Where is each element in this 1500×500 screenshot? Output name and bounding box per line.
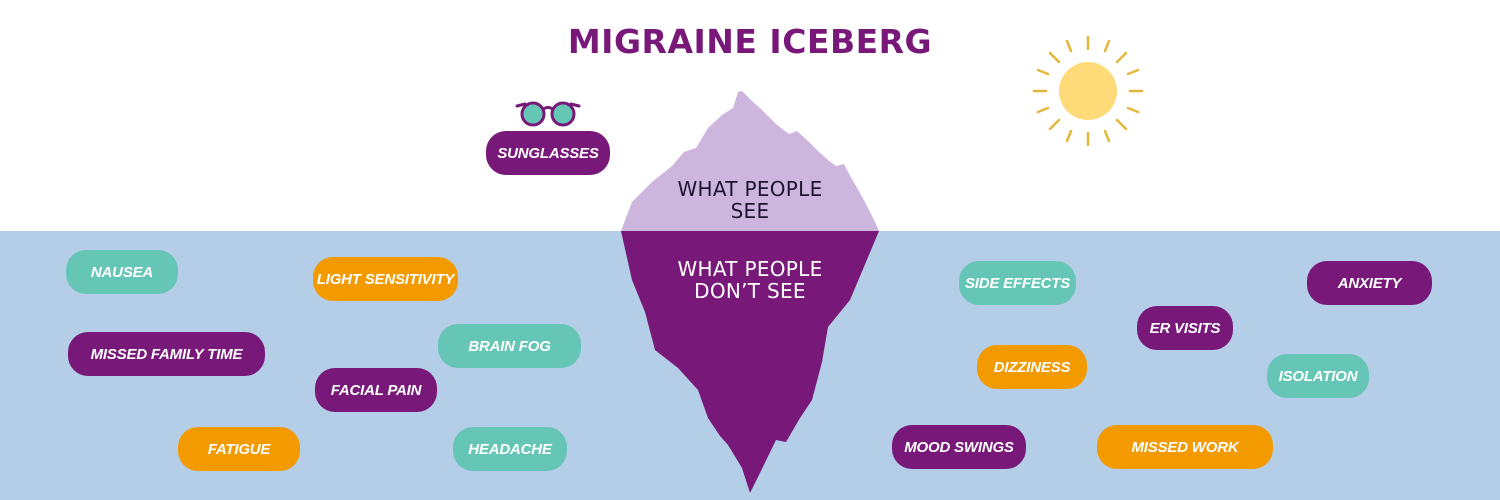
label-side-effects: SIDE EFFECTS	[959, 261, 1076, 305]
iceberg-above-label: WHAT PEOPLE SEE	[620, 178, 880, 222]
label-nausea: NAUSEA	[66, 250, 178, 294]
label-facial-pain: FACIAL PAIN	[315, 368, 437, 412]
label-sunglasses: SUNGLASSES	[486, 131, 610, 175]
label-headache: HEADACHE	[453, 427, 567, 471]
label-fatigue: FATIGUE	[178, 427, 300, 471]
above-label-line-2: SEE	[730, 199, 770, 223]
label-anxiety: ANXIETY	[1307, 261, 1432, 305]
below-label-line-1: WHAT PEOPLE	[677, 257, 823, 281]
below-label-line-2: DON’T SEE	[694, 279, 806, 303]
iceberg-top	[621, 91, 879, 231]
iceberg-below-label: WHAT PEOPLE DON’T SEE	[620, 258, 880, 302]
above-label-line-1: WHAT PEOPLE	[677, 177, 823, 201]
sunglasses-icon	[515, 101, 581, 127]
label-light-sensitivity: LIGHT SENSITIVITY	[313, 257, 458, 301]
label-missed-work: MISSED WORK	[1097, 425, 1273, 469]
label-isolation: ISOLATION	[1267, 354, 1369, 398]
label-er-visits: ER VISITS	[1137, 306, 1233, 350]
label-dizziness: DIZZINESS	[977, 345, 1087, 389]
iceberg-bottom	[621, 231, 879, 493]
sun-icon	[1032, 35, 1144, 147]
label-missed-family-time: MISSED FAMILY TIME	[68, 332, 265, 376]
label-mood-swings: MOOD SWINGS	[892, 425, 1026, 469]
label-brain-fog: BRAIN FOG	[438, 324, 581, 368]
page-title: MIGRAINE ICEBERG	[567, 22, 933, 61]
